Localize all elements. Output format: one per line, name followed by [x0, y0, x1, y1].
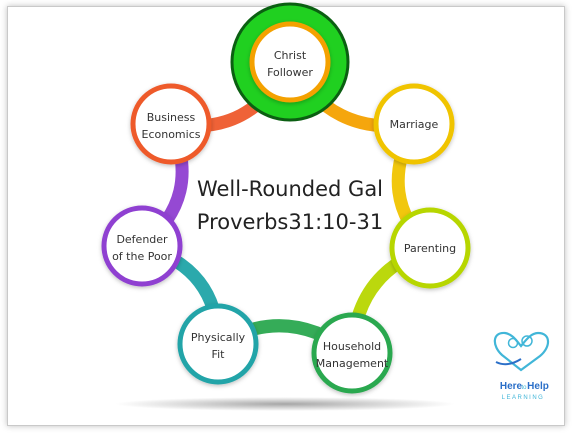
node-circle-marriage [373, 83, 455, 165]
node-label-household-line1: Household [323, 340, 381, 353]
floor-shadow [115, 397, 455, 411]
node-marriage: Marriage [373, 83, 455, 165]
logo-word-to: to [521, 385, 527, 391]
title-line-2: Proverbs31:10-31 [197, 210, 383, 234]
people-heart-icon [493, 331, 550, 372]
node-circle-physically [177, 303, 259, 385]
title-line-1: Well-Rounded Gal [197, 177, 383, 201]
node-label-defender-line2: of the Poor [112, 250, 172, 263]
node-circle-parenting [389, 207, 471, 289]
logo-word-here: Here [500, 381, 523, 392]
node-label-defender-line1: Defender [116, 233, 168, 246]
nodes: ChristFollowerMarriageParentingHousehold… [101, 21, 471, 394]
logo-word-help: Help [527, 381, 549, 392]
node-circle-christ [249, 21, 331, 103]
node-parenting: Parenting [389, 207, 471, 289]
node-label-business-line2: Economics [142, 128, 201, 141]
node-label-christ-line1: Christ [274, 49, 307, 62]
logo-word-learning: LEARNING [502, 395, 545, 401]
node-circle-household [311, 312, 393, 394]
node-label-physically-line1: Physically [191, 331, 246, 344]
node-label-marriage-line1: Marriage [390, 118, 439, 131]
node-label-christ-line2: Follower [267, 66, 313, 79]
node-label-parenting-line1: Parenting [404, 242, 456, 255]
node-defender: Defender of the Poor [101, 205, 183, 287]
here-to-help-logo: Here to Help LEARNING [493, 331, 550, 401]
node-label-household-line2: Management [316, 357, 389, 370]
node-circle-defender [101, 205, 183, 287]
node-circle-business [130, 83, 212, 165]
node-label-physically-line2: Fit [212, 348, 226, 361]
node-label-business-line1: Business [147, 111, 196, 124]
